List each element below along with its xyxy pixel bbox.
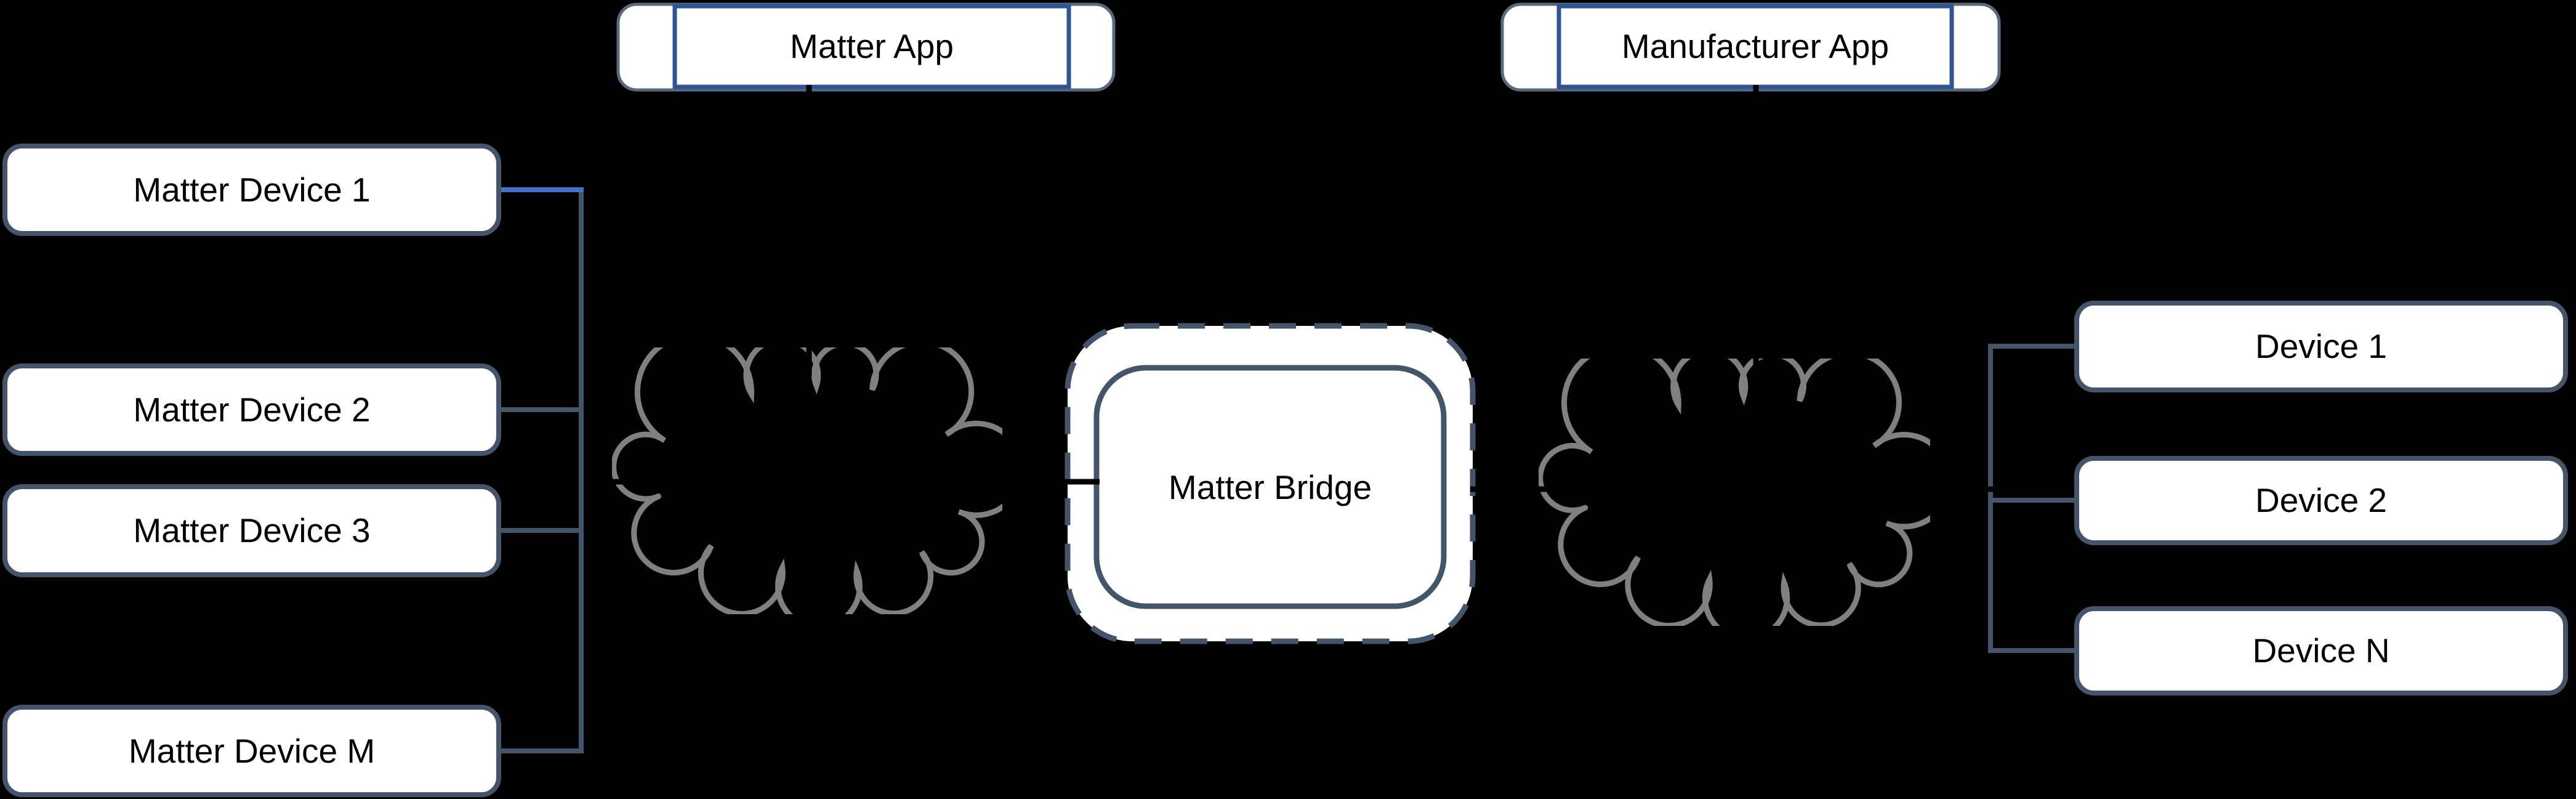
matter-device-2-label: Matter Device 2	[133, 391, 370, 429]
matter-app-label: Matter App	[790, 27, 954, 65]
matter-device-3-label: Matter Device 3	[133, 511, 370, 550]
device-n-label: Device N	[2252, 631, 2389, 670]
matter-device-3-node: Matter Device 3	[2, 484, 501, 577]
manufacturer-app-label: Manufacturer App	[1622, 27, 1889, 65]
black-connectors-group	[584, 85, 1993, 492]
device-2-node: Device 2	[2074, 456, 2568, 545]
matter-device-2-box	[2, 363, 501, 456]
matter-device-1-box	[2, 144, 501, 236]
device-2-box	[2074, 456, 2568, 545]
matter-device-m-node: Matter Device M	[2, 705, 501, 797]
device-1-node: Device 1	[2074, 301, 2568, 392]
device-1-box	[2074, 301, 2568, 392]
device-n-node: Device N	[2074, 606, 2568, 696]
matter-device-3-box	[2, 484, 501, 577]
matter-devices-group: Matter Device 1 Matter Device 2 Matter D…	[2, 144, 584, 797]
matter-device-1-node: Matter Device 1	[2, 144, 501, 236]
matter-app-inner-box	[672, 4, 1071, 89]
device-n-box	[2074, 606, 2568, 696]
manufacturer-app-node: Manufacturer App	[1500, 2, 2001, 92]
device-1-label: Device 1	[2255, 327, 2387, 365]
matter-bridge-node: Matter Bridge	[1065, 323, 1476, 644]
bridged-devices-group: Device 1 Device 2 Device N	[1988, 301, 2568, 696]
matter-device-2-node: Matter Device 2	[2, 363, 501, 456]
matter-app-node: Matter App	[616, 2, 1116, 92]
matter-bridge-inner-box	[1093, 365, 1447, 609]
matter-device-1-label: Matter Device 1	[133, 171, 370, 209]
matter-bridge-label: Matter Bridge	[1169, 468, 1372, 506]
device-2-label: Device 2	[2255, 481, 2387, 519]
matter-device-m-box	[2, 705, 501, 797]
right-network-cloud-icon	[1540, 346, 1950, 639]
matter-device-m-label: Matter Device M	[129, 732, 375, 770]
